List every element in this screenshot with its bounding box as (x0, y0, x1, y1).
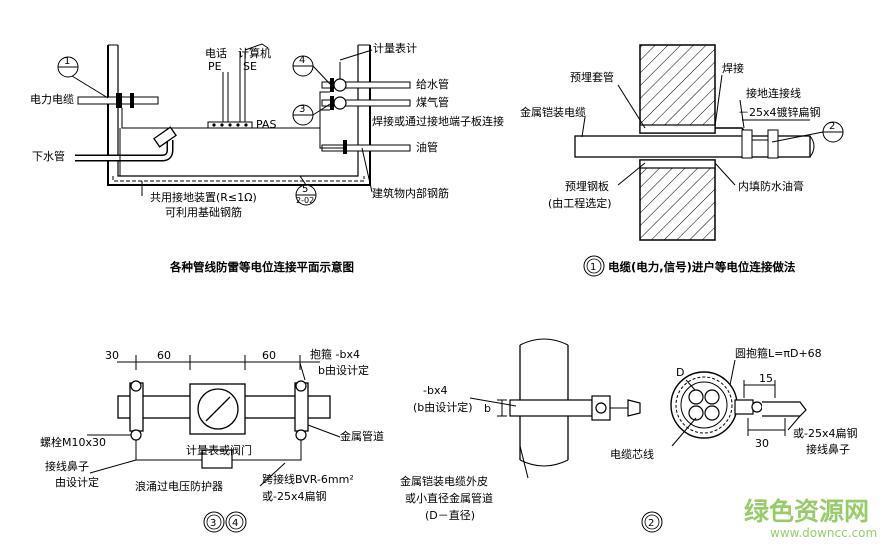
label-weld-note: 焊接或通过接地端子板连接 (372, 114, 504, 128)
building-wall-inner (117, 45, 359, 177)
label-computer: 计算机 (238, 46, 271, 60)
label-embedded-plate: 预埋钢板 (565, 179, 609, 193)
panel-meter-bonding: 30 60 60 抱箍 -bx4 b由设计定 螺栓M10x30 接线鼻子 由设计… (40, 347, 384, 533)
label-pas: PAS (256, 118, 276, 131)
water-pipe (321, 81, 411, 89)
label-d: D (676, 366, 684, 379)
embedded-sleeve-top (639, 124, 716, 134)
label-bolt: 螺栓M10x30 (40, 435, 106, 449)
callout-3: 3 (292, 103, 331, 126)
callout-5: 5 2-02 (295, 175, 317, 206)
core-4 (704, 405, 720, 421)
svg-text:4: 4 (299, 55, 305, 66)
embedded-sleeve-bottom (639, 159, 716, 169)
label-meter-valve: 计量表或阀门 (186, 443, 252, 457)
wall-upper (639, 44, 716, 134)
dim-30-bl: 30 (105, 349, 119, 362)
building-wall-outer (107, 45, 371, 186)
ground-ring (112, 176, 365, 182)
dim-15: 15 (759, 372, 773, 385)
svg-text:5: 5 (302, 184, 308, 195)
caption-plan: 各种管线防雷等电位连接平面示意图 (169, 260, 354, 274)
core-2 (704, 389, 720, 405)
label-core: 电缆芯线 (610, 447, 654, 461)
label-power-cable: 电力电缆 (30, 93, 74, 106)
label-sheath: 金属铠装电缆外皮 (400, 474, 488, 488)
label-diameter: (D－直径) (425, 508, 475, 522)
svg-text:www.downcc.com: www.downcc.com (770, 526, 877, 540)
gas-meter (333, 96, 347, 110)
svg-text:3: 3 (299, 104, 305, 115)
label-flat-steel-br: 或-25x4扁钢 (793, 427, 857, 440)
surge-protector (201, 449, 233, 469)
svg-text:3: 3 (210, 518, 216, 529)
panel-equipotential-plan: 1 4 3 5 2-02 电话 计算机 PE SE PAS 计量表计 (30, 41, 504, 274)
callout-2-top: 2 (771, 121, 844, 143)
svg-text:2: 2 (648, 518, 654, 529)
drain-pipe (75, 140, 174, 162)
water-meter (333, 78, 347, 92)
label-meter: 计量表计 (373, 41, 417, 55)
label-pe: PE (208, 60, 222, 73)
label-round-hoop: 圆抱箍L=πD+68 (735, 346, 822, 360)
svg-text:1: 1 (590, 262, 596, 273)
label-phone: 电话 (205, 47, 227, 60)
label-jumper: 跨接线BVR-6mm² (262, 472, 354, 486)
label-terminal-note: 由设计定 (55, 475, 99, 489)
label-drain-pipe: 下水管 (32, 149, 65, 163)
svg-text:2-02: 2-02 (296, 196, 314, 205)
label-terminal-br: 接线鼻子 (806, 442, 850, 456)
svg-text:绿色资源网: 绿色资源网 (744, 497, 869, 526)
label-b: b (484, 402, 491, 415)
label-strap-note: (b由设计定) (413, 400, 473, 414)
label-surge: 浪涌过电压防护器 (135, 479, 223, 493)
label-welding: 焊接 (722, 61, 744, 75)
label-hoop: 抱箍 -bx4 (310, 347, 360, 361)
label-small-pipe: 或小直径金属管道 (405, 491, 493, 505)
svg-text:2: 2 (829, 121, 835, 132)
core-3 (688, 405, 704, 421)
dim-60-right: 60 (262, 349, 276, 362)
label-plate-note: (由工程选定) (548, 196, 612, 210)
label-se: SE (243, 60, 257, 73)
wall-lower (639, 159, 716, 241)
bonding-strap (509, 399, 593, 417)
label-strap: -bx4 (423, 384, 447, 397)
callout-4: 4 (292, 55, 331, 85)
watermark-logo: 绿色资源网 www.downcc.com (744, 497, 877, 540)
caption-entry: 1 电缆(电力,信号)进户等电位连接做法 (583, 255, 796, 277)
label-seal-filler: 内填防水油膏 (738, 179, 804, 193)
label-armored-cable: 金属铠装电缆 (520, 105, 586, 119)
dim-60-left: 60 (157, 349, 171, 362)
label-ground-device: 共用接地装置(R≤1Ω) (150, 191, 257, 204)
label-building-rebar: 建筑物内部钢筋 (372, 186, 449, 200)
svg-text:4: 4 (232, 518, 238, 529)
label-jumper-alt: 或-25x4扁钢 (262, 490, 326, 503)
gas-pipe (321, 99, 411, 107)
callout-1: 1 (57, 56, 109, 99)
label-hoop-note: b由设计定 (318, 363, 369, 377)
core-1 (688, 389, 704, 405)
caption-3-4: 3 4 (203, 511, 247, 533)
svg-text:1: 1 (64, 56, 70, 67)
panel-cable-sheath: b 15 30 D 圆抱箍L=πD+68 -bx4 (b由设计定) 或-25x4… (400, 338, 857, 533)
label-embedded-sleeve: 预埋套管 (570, 70, 614, 84)
panel-cable-entry: 2 预埋套管 金属铠装电缆 焊接 接地连接线 －25x4镀锌扁钢 预埋钢板 (由… (520, 44, 844, 277)
label-terminal-bl: 接线鼻子 (45, 459, 89, 473)
label-ground-wire: 接地连接线 (746, 86, 801, 100)
label-flat-steel-tr: －25x4镀锌扁钢 (738, 105, 821, 119)
label-gas-pipe: 煤气管 (416, 95, 449, 109)
label-water-pipe: 给水管 (416, 77, 449, 91)
label-foundation-rebar: 可利用基础钢筋 (165, 205, 242, 219)
label-metal-pipe: 金属管道 (340, 429, 384, 443)
svg-text:电缆(电力,信号)进户等电位连接做法: 电缆(电力,信号)进户等电位连接做法 (608, 260, 796, 274)
caption-2: 2 (641, 511, 663, 533)
label-oil-pipe: 油管 (416, 140, 438, 154)
dim-30-br: 30 (755, 437, 769, 450)
